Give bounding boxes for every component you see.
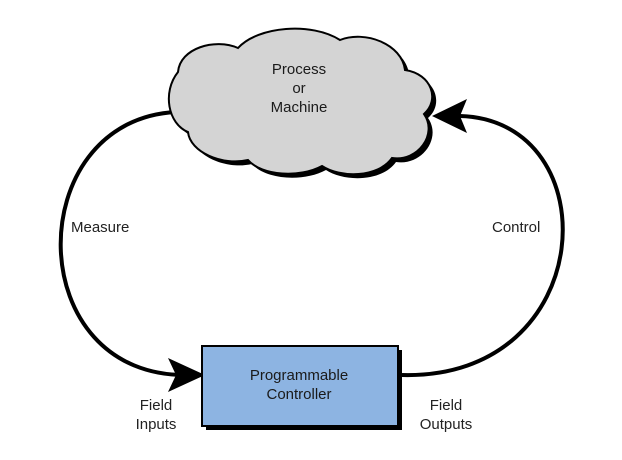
field-outputs-line-2: Outputs (419, 416, 473, 433)
process-line-3: Machine (270, 99, 328, 116)
process-line-2: or (292, 80, 306, 97)
field-inputs-line-1: Field (139, 397, 173, 414)
process-cloud (168, 27, 434, 176)
field-inputs-label: Field Inputs (120, 396, 192, 434)
process-line-1: Process (271, 61, 327, 78)
measure-label: Measure (71, 219, 130, 236)
control-arrowhead (432, 99, 467, 133)
controller-line-1: Programmable (249, 367, 349, 384)
field-inputs-arrowhead (168, 358, 205, 392)
field-inputs-line-2: Inputs (135, 416, 177, 433)
controller-line-2: Controller (266, 386, 332, 403)
field-outputs-line-1: Field (429, 397, 463, 414)
process-node-label: Process or Machine (244, 60, 354, 117)
controller-node-label: Programmable Controller (206, 366, 392, 404)
control-label: Control (492, 219, 541, 236)
control-loop-path (401, 114, 565, 378)
controller-box (201, 345, 399, 427)
measure-loop-path (58, 110, 191, 378)
field-outputs-label: Field Outputs (408, 396, 484, 434)
